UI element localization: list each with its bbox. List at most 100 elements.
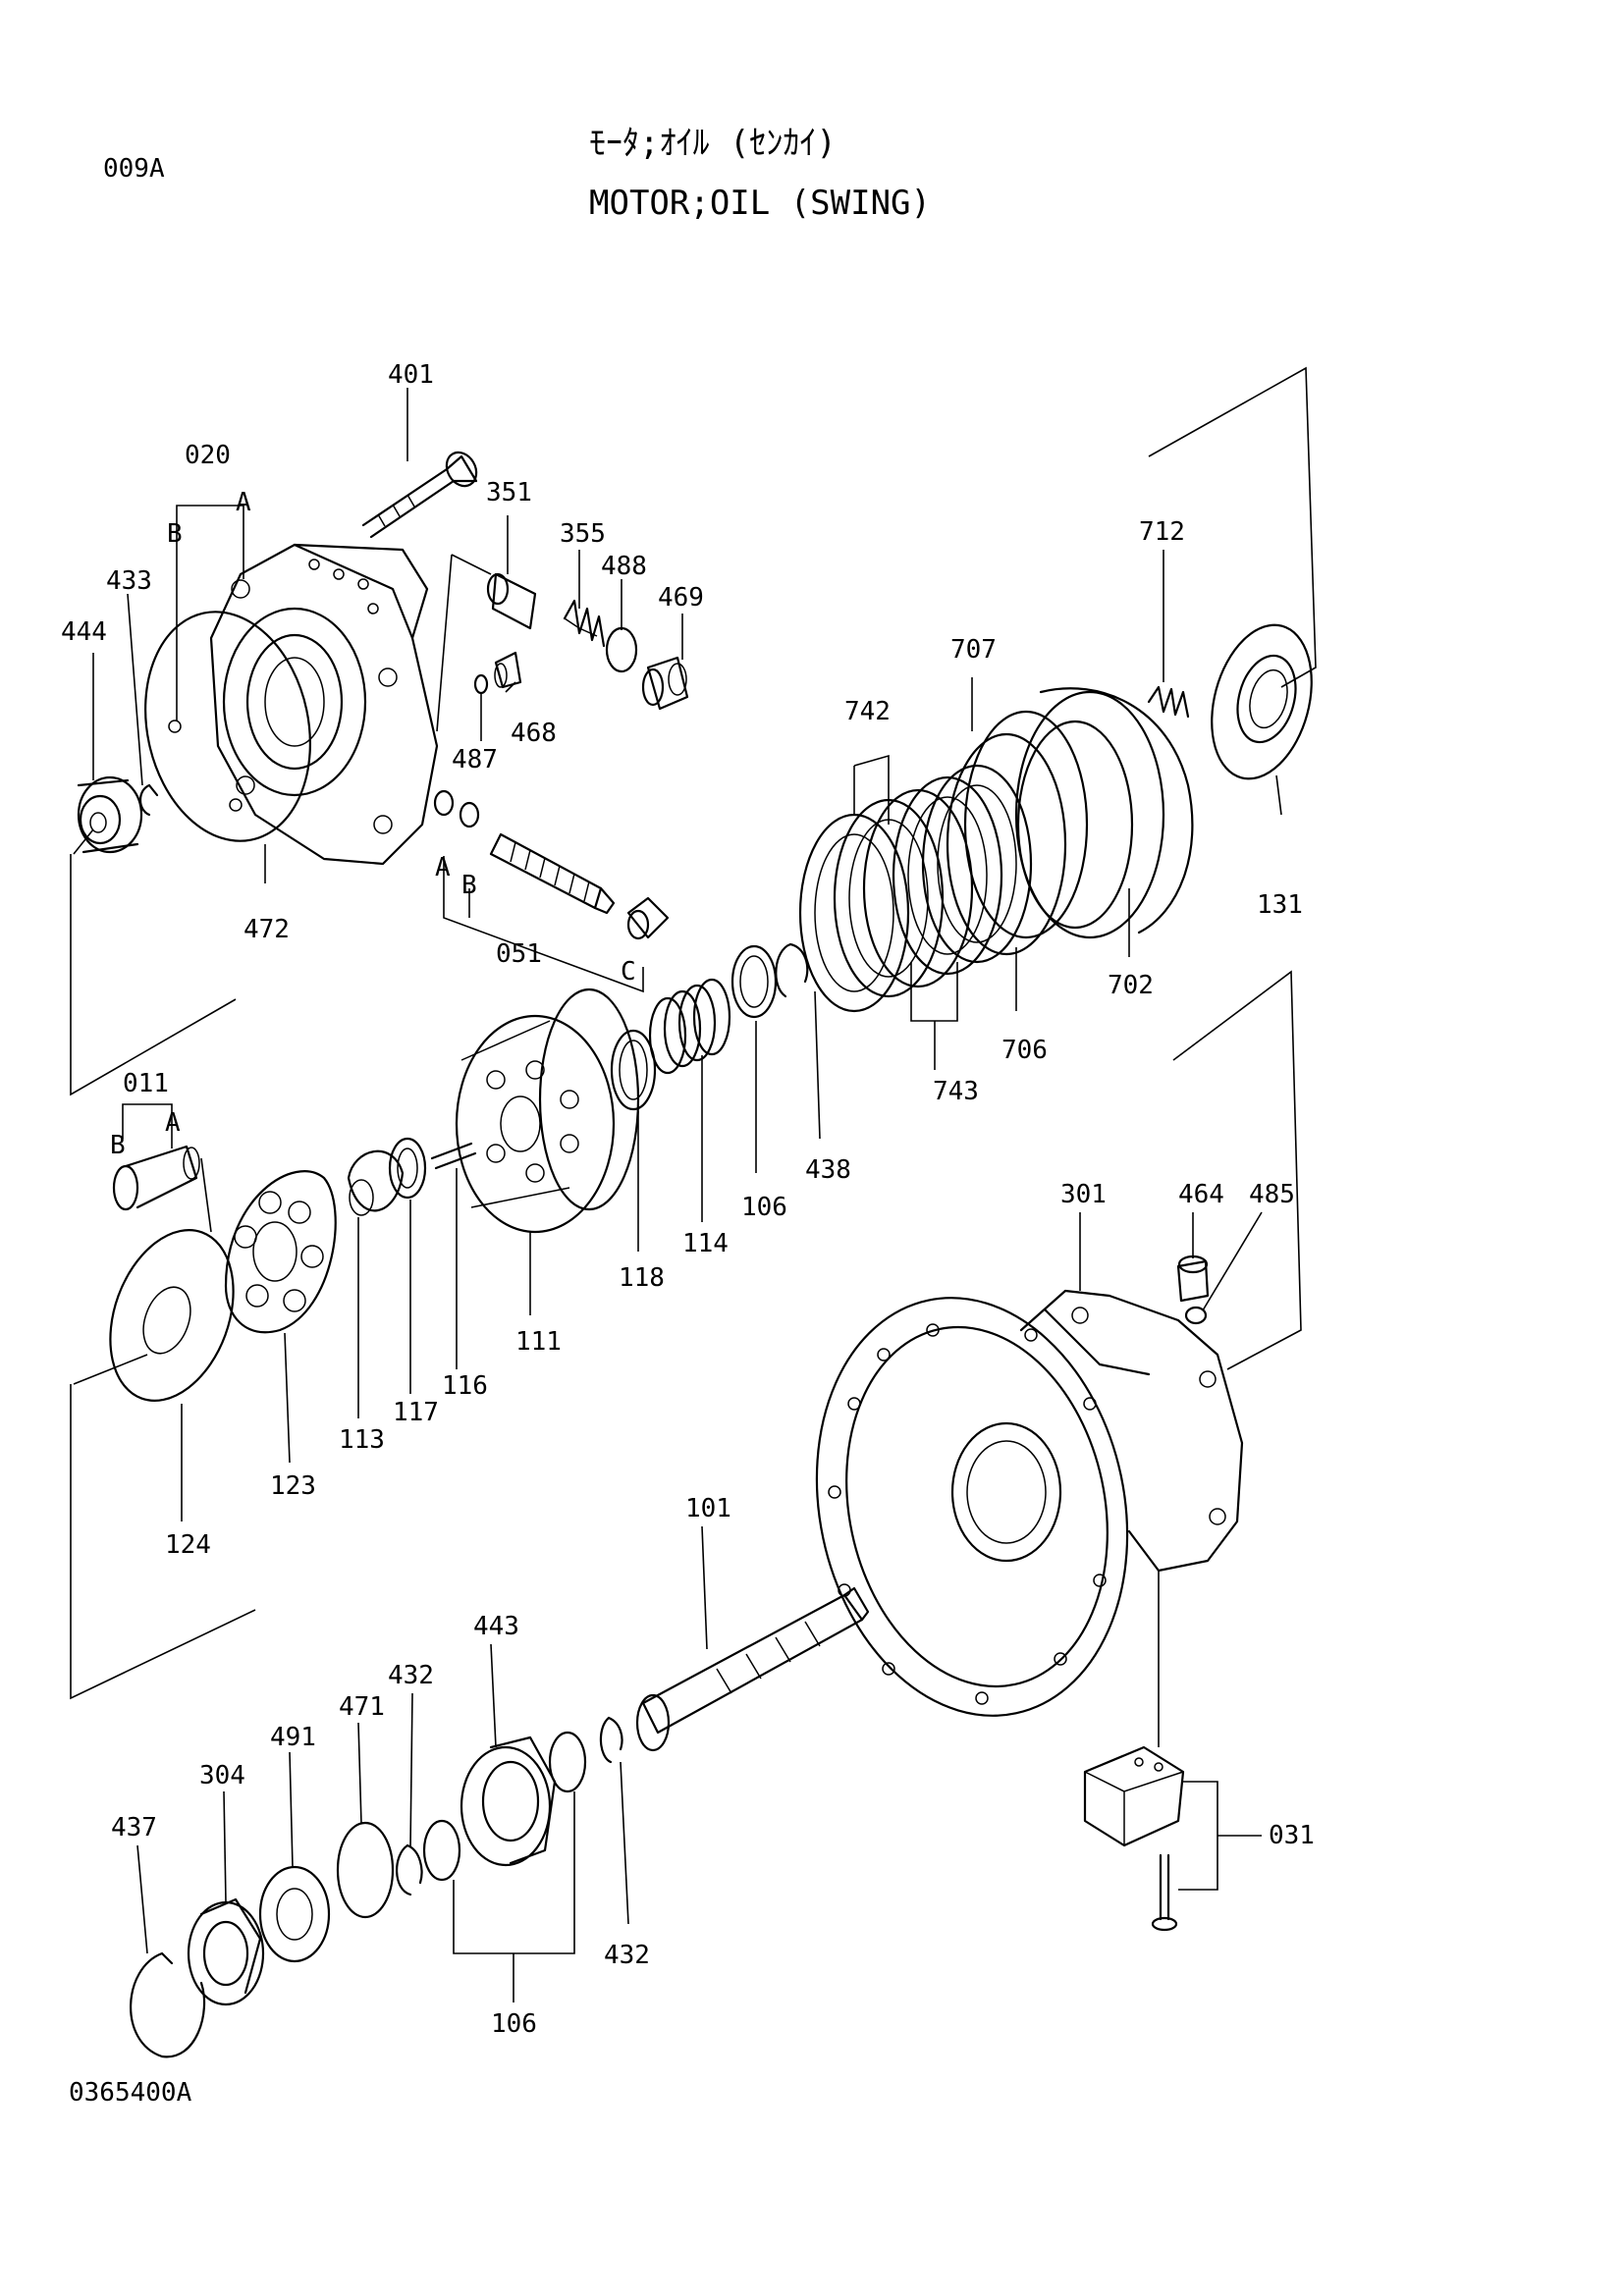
shoe-plate-124 — [109, 1229, 235, 1402]
socket-bolt-401 — [361, 451, 478, 539]
retainer-plate-123 — [224, 1170, 337, 1334]
label-106-upper: 106 — [741, 1193, 787, 1222]
label-438: 438 — [805, 1155, 851, 1185]
label-471: 471 — [339, 1692, 385, 1722]
label-051-b: B — [461, 871, 477, 900]
snap-ring-437 — [130, 1951, 206, 2058]
title-japanese: ﾓｰﾀ;ｵｲﾙ (ｾﾝｶｲ) — [589, 124, 837, 163]
label-743: 743 — [933, 1077, 979, 1106]
o-ring-485 — [1184, 1306, 1208, 1325]
label-051-c: C — [621, 957, 636, 987]
casing-301 — [815, 1289, 1244, 1717]
label-031: 031 — [1269, 1821, 1315, 1850]
cover-housing-020 — [209, 543, 439, 866]
snap-ring-432b — [599, 1716, 623, 1764]
output-shaft-101 — [635, 1586, 870, 1752]
washer-118 — [610, 1029, 657, 1111]
spring-355 — [563, 599, 606, 648]
label-106-lower: 106 — [491, 2009, 537, 2039]
label-742: 742 — [844, 697, 891, 726]
label-011-b: B — [110, 1131, 126, 1160]
label-488: 488 — [601, 552, 647, 581]
o-ring-487 — [473, 673, 489, 695]
bearing-443 — [460, 1735, 557, 1867]
cap-c — [626, 896, 670, 940]
brake-piston-702 — [1014, 687, 1194, 939]
leader-bracket — [436, 554, 453, 732]
label-464: 464 — [1178, 1180, 1224, 1209]
label-355: 355 — [560, 519, 606, 549]
label-124: 124 — [165, 1530, 211, 1560]
label-111: 111 — [515, 1327, 562, 1357]
cylinder-block-111 — [455, 988, 640, 1234]
brake-plates-743 — [892, 764, 1033, 976]
ring-b — [459, 801, 480, 828]
spool-051 — [489, 832, 616, 915]
valve-plunger-351 — [486, 572, 537, 630]
spring-114 — [648, 978, 731, 1075]
label-301: 301 — [1060, 1180, 1107, 1209]
label-020: 020 — [185, 441, 231, 470]
leader-bracket — [451, 554, 492, 575]
figure-number: 0365400A — [69, 2078, 192, 2108]
label-011-a: A — [165, 1108, 181, 1138]
label-116: 116 — [442, 1371, 488, 1401]
plug-469 — [641, 656, 689, 711]
label-051: 051 — [496, 939, 542, 969]
label-468: 468 — [511, 719, 557, 748]
label-051-a: A — [435, 853, 451, 882]
title-english: MOTOR;OIL (SWING) — [589, 184, 931, 223]
o-ring-471 — [336, 1821, 395, 1919]
ring-117 — [388, 1137, 427, 1200]
label-304: 304 — [199, 1761, 245, 1790]
valve-block-031 — [1083, 1745, 1185, 1932]
label-351: 351 — [486, 478, 532, 507]
page-code: 009A — [103, 154, 165, 184]
o-ring-488 — [605, 626, 638, 673]
label-472: 472 — [243, 915, 290, 944]
label-114: 114 — [682, 1229, 729, 1258]
label-485: 485 — [1249, 1180, 1295, 1209]
snap-ring-438 — [775, 942, 809, 998]
cover-304 — [187, 1897, 265, 2006]
ring-a — [433, 789, 455, 817]
label-707: 707 — [950, 635, 997, 665]
label-020-b: B — [167, 519, 183, 549]
shaft-011 — [112, 1145, 200, 1211]
label-011: 011 — [123, 1069, 169, 1098]
o-ring-706 — [946, 732, 1067, 956]
label-437: 437 — [111, 1813, 157, 1842]
seal-491 — [258, 1865, 331, 1963]
phantom-lines — [70, 366, 1317, 1700]
spacer-106b — [422, 1819, 461, 1882]
plug-468 — [494, 651, 522, 689]
label-118: 118 — [619, 1263, 665, 1293]
label-433: 433 — [106, 566, 152, 596]
snap-ring-432a — [396, 1843, 423, 1896]
label-487: 487 — [452, 745, 498, 774]
label-401: 401 — [388, 360, 434, 390]
o-ring-472 — [144, 611, 311, 842]
label-432-lower: 432 — [604, 1941, 650, 1970]
label-117: 117 — [393, 1398, 439, 1427]
spacer-106 — [730, 944, 778, 1019]
label-432-upper: 432 — [388, 1661, 434, 1690]
label-443: 443 — [473, 1612, 519, 1641]
label-101: 101 — [685, 1494, 731, 1523]
o-ring-707 — [963, 710, 1089, 939]
bearing-444 — [77, 775, 143, 854]
label-469: 469 — [658, 583, 704, 613]
label-491: 491 — [270, 1723, 316, 1752]
label-712: 712 — [1139, 517, 1185, 547]
label-702: 702 — [1108, 971, 1154, 1000]
label-113: 113 — [339, 1425, 385, 1455]
pin-116 — [430, 1142, 477, 1170]
pin-hole — [168, 720, 182, 733]
spherical-bushing-113 — [347, 1149, 405, 1216]
leader-lines — [92, 388, 1282, 2002]
pin-hole — [229, 798, 243, 812]
label-706: 706 — [1001, 1036, 1048, 1065]
label-123: 123 — [270, 1471, 316, 1501]
spacer-106b — [548, 1731, 587, 1793]
